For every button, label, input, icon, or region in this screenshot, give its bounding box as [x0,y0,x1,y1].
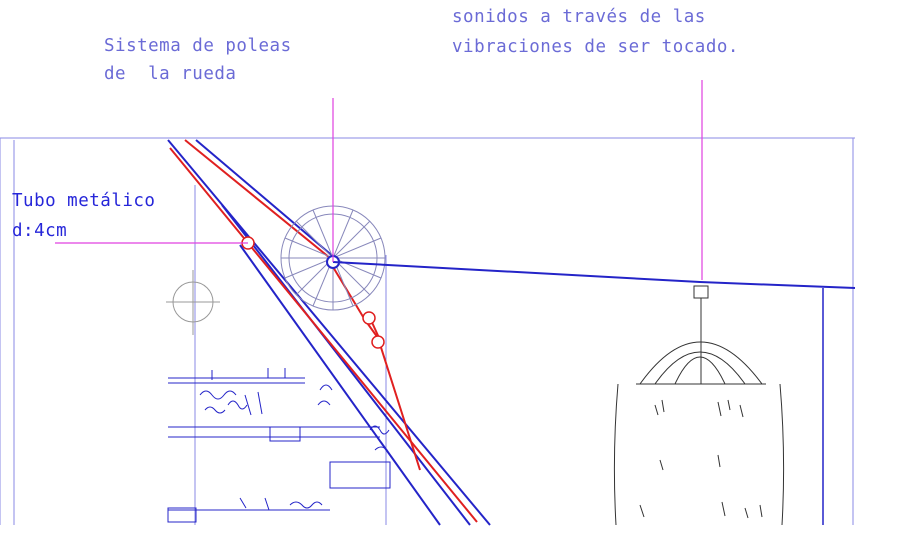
hinge-joints [241,236,385,349]
tube-label-line2: d:4cm [12,221,68,241]
pulley-label-line1: Sistema de poleas [104,36,292,56]
lower-structure [167,368,391,523]
crosshair-symbol [166,270,220,335]
leader-lines [55,80,703,280]
frame-lines [0,137,855,525]
pulley-label-line2: de la rueda [104,64,237,84]
sound-label-line2: vibraciones de ser tocado. [452,37,739,57]
components-sketch [199,384,390,511]
string-line [332,261,856,289]
red-rod [169,139,478,523]
sound-label-line1: sonidos a través de las [452,7,706,27]
diagonal-tube [167,139,491,526]
bell-sketch [613,285,785,526]
tube-label-line1: Tubo metálico [12,191,156,211]
